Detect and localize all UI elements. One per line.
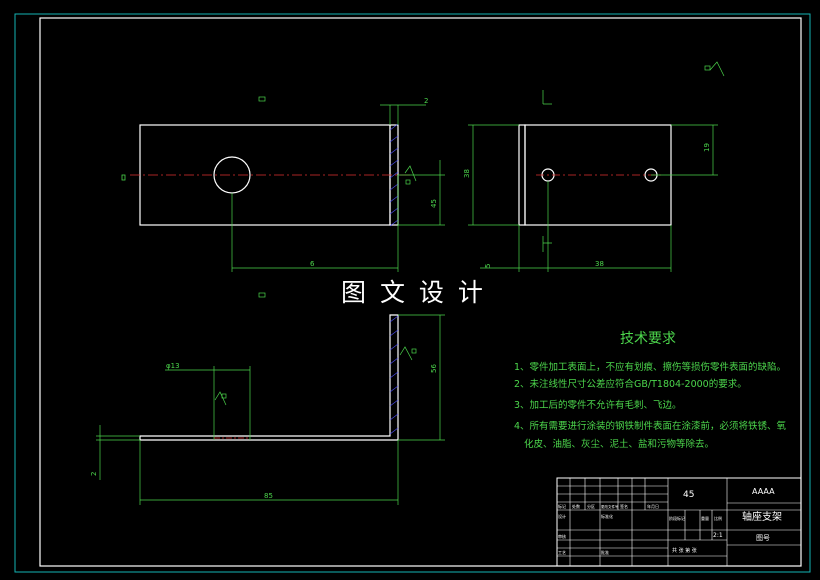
dim-base-thickness: 2 (90, 472, 98, 476)
company-name: AAAA (752, 487, 775, 496)
technical-requirements: 技术要求 1、零件加工表面上，不应有划痕、擦伤等损伤零件表面的缺陷。 2、未注线… (514, 331, 787, 450)
col-label: 更改文件号 (601, 504, 619, 509)
sheet-text: 共 张 第 张 (672, 547, 697, 554)
top-view-outline (139, 314, 399, 441)
col-label: 分区 (587, 503, 595, 509)
scale-value: 2:1 (713, 532, 723, 539)
dim-length: 85 (264, 492, 273, 500)
dim-half-height: 19 (703, 143, 711, 152)
requirement-item: 2、未注线性尺寸公差应符合GB/T1804-2000的要求。 (514, 378, 747, 390)
col-label: 年月日 (647, 503, 659, 509)
side-view: 38 19 38 5 (258, 61, 725, 298)
dim-leg-height: 56 (430, 364, 438, 373)
inner-border (39, 17, 802, 567)
top-view: φ13 56 85 2 (90, 314, 445, 505)
requirement-item: 化皮、油脂、灰尘、泥土、盐和污物等除去。 (524, 438, 714, 450)
requirement-item: 3、加工后的零件不允许有毛刺、飞边。 (514, 399, 682, 411)
dim-diameter: φ13 (166, 362, 180, 370)
process-label: 工艺 (558, 550, 566, 555)
dim-hole-offset: 6 (310, 260, 315, 268)
stage-label: 阶段标记 (669, 515, 685, 521)
outer-border (14, 13, 811, 573)
design-label: 设计 (558, 513, 566, 519)
title-block: 45 AAAA 轴座支架 图号 2:1 阶段标记 重量 比例 共 张 第 张 标… (556, 477, 802, 567)
section-mark-left (121, 174, 126, 181)
dim-height: 38 (463, 169, 471, 178)
scale-label: 比例 (714, 515, 722, 521)
requirement-item: 4、所有需要进行涂装的钢铁制件表面在涂漆前，必须将铁锈、氧 (514, 420, 787, 432)
part-name: 轴座支架 (742, 510, 782, 523)
standard-label: 标准化 (601, 513, 613, 519)
dim-flange: 5 (484, 264, 492, 268)
material: 45 (683, 490, 694, 500)
dim-width: 38 (595, 260, 604, 268)
approve-label: 批准 (601, 549, 609, 555)
drawing-number-label: 图号 (756, 534, 770, 542)
col-label: 签名 (620, 503, 628, 509)
side-view-flange (518, 124, 526, 226)
requirements-title: 技术要求 (620, 331, 676, 347)
col-label: 处数 (572, 503, 580, 509)
weight-label: 重量 (701, 515, 709, 521)
col-label: 标记 (558, 503, 566, 509)
audit-label: 审核 (558, 533, 566, 539)
dim-thickness: 2 (424, 97, 428, 105)
front-view: 6 2 45 (121, 96, 445, 272)
dim-hole-edge: 45 (430, 199, 438, 208)
requirement-item: 1、零件加工表面上，不应有划痕、擦伤等损伤零件表面的缺陷。 (514, 361, 786, 373)
watermark: 图 文 设 计 (341, 278, 486, 307)
